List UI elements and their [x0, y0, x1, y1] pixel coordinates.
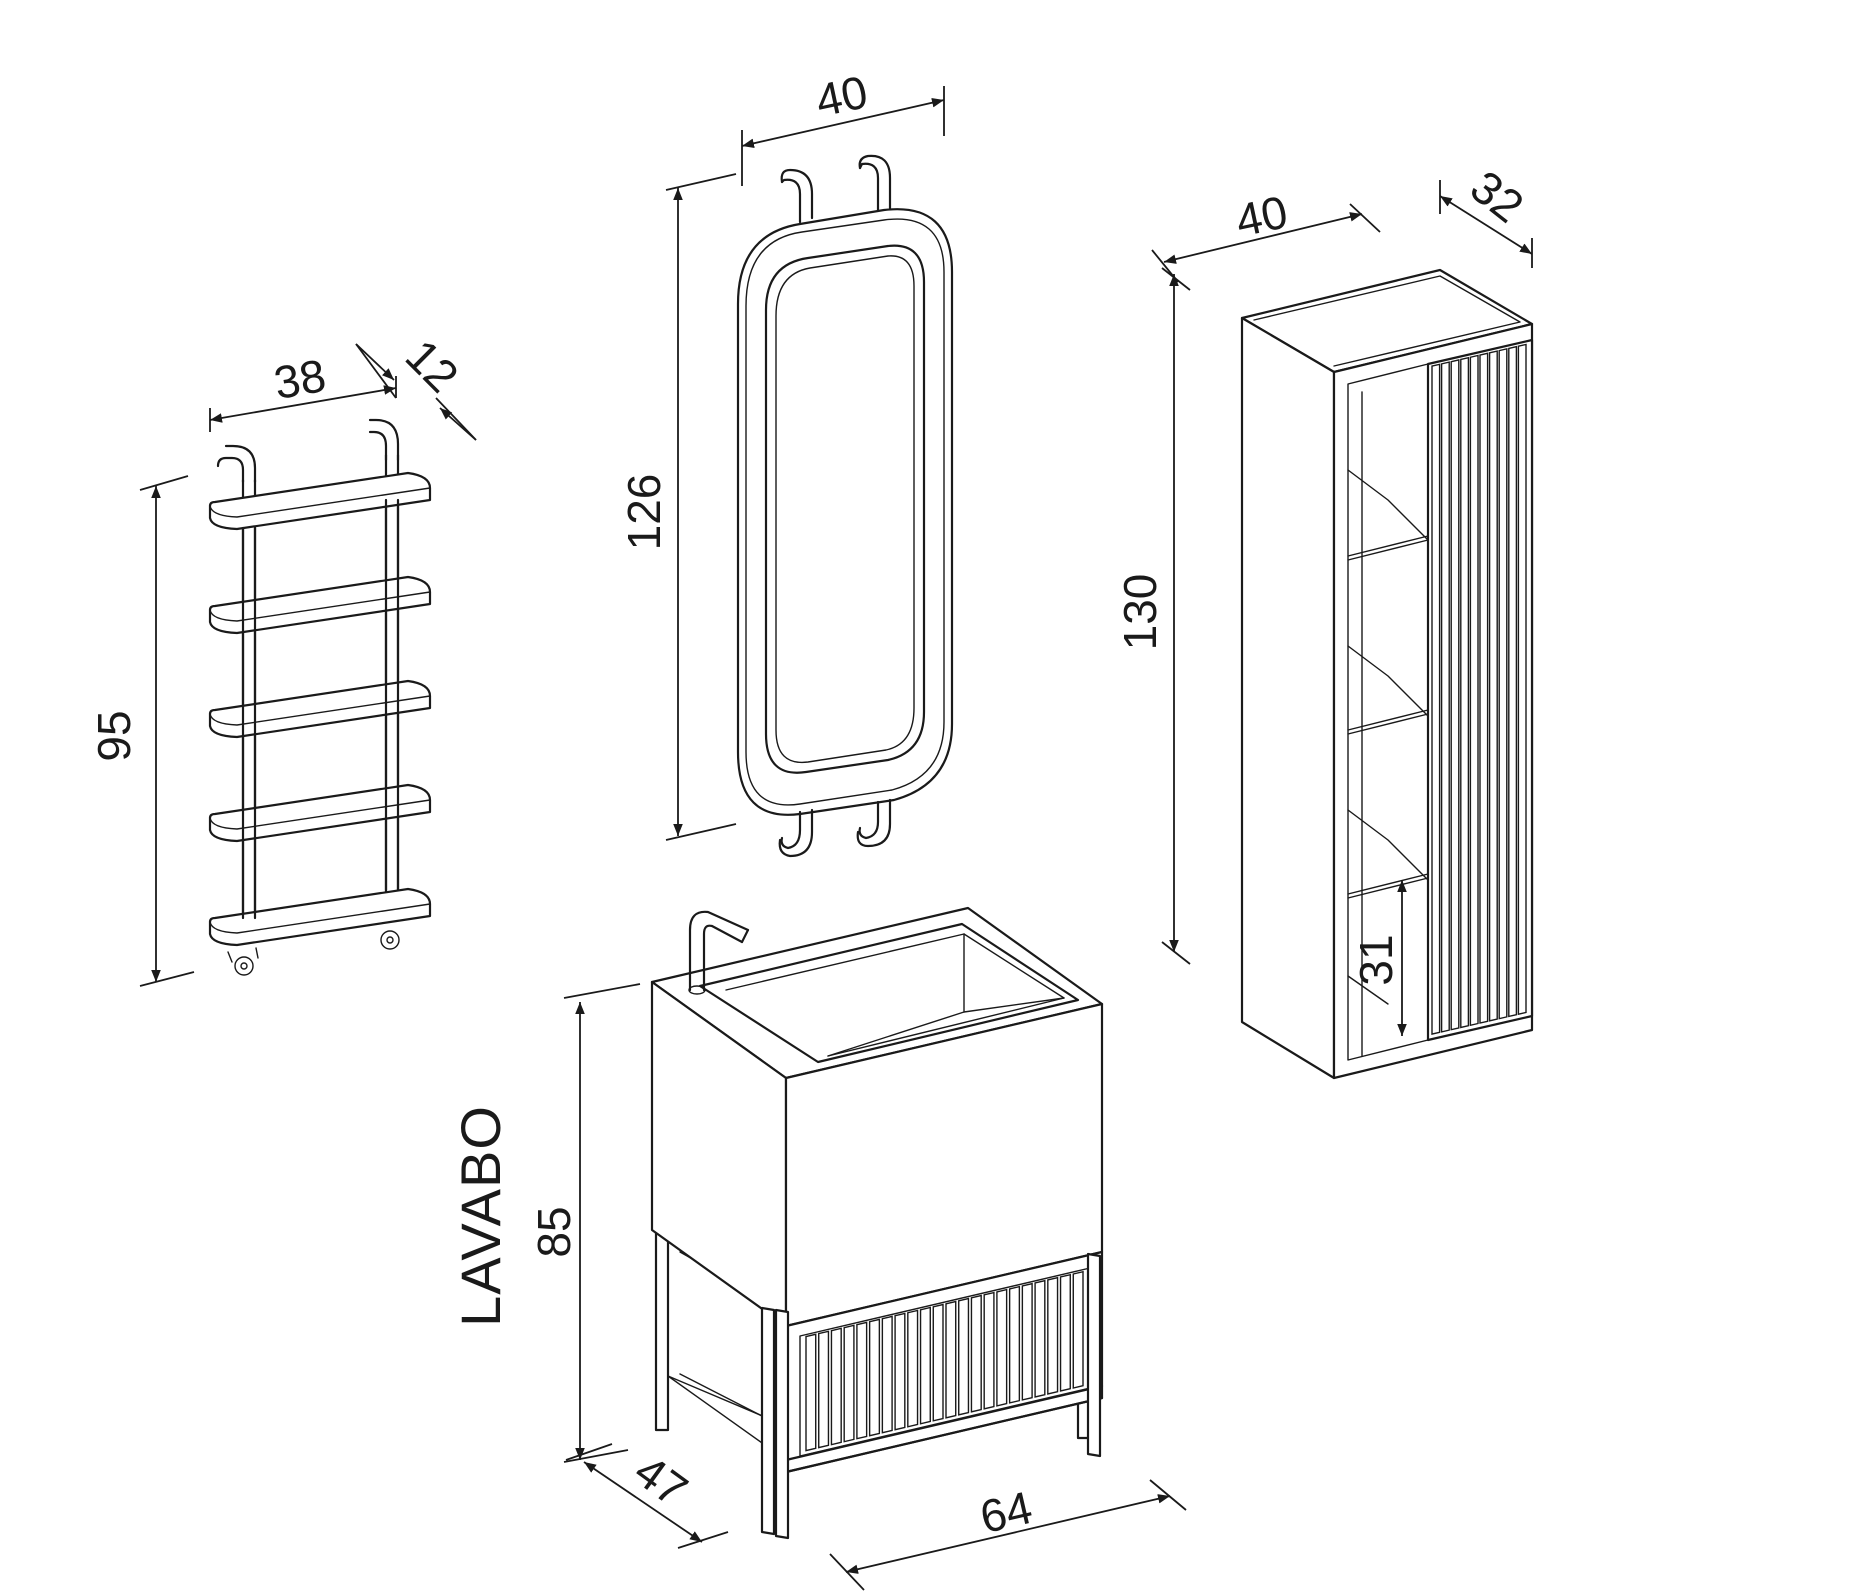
washbasin: [650, 906, 1104, 1540]
ladder-shelf-plank-2: [208, 575, 432, 635]
washbasin-slat: [970, 1294, 982, 1413]
column-slat: [1508, 345, 1518, 1018]
column-slat: [1440, 361, 1450, 1033]
dimension-column-width-label: 40: [1231, 185, 1292, 247]
dimension-basin-width-label: 64: [975, 1481, 1037, 1543]
washbasin-slat: [1034, 1279, 1046, 1398]
washbasin-slat: [1021, 1282, 1033, 1401]
washbasin-slat: [945, 1300, 957, 1419]
washbasin-slat: [1072, 1270, 1084, 1389]
dimension-column-height: 130: [1114, 267, 1191, 965]
dimension-basin-height-label: 85: [528, 1206, 580, 1257]
washbasin-slat: [868, 1318, 881, 1437]
column-slat: [1498, 347, 1508, 1020]
dimension-column-height-label: 130: [1114, 574, 1166, 651]
column-slat: [1431, 363, 1441, 1035]
ladder-shelf-plank-4: [208, 783, 432, 843]
washbasin-slat: [830, 1327, 842, 1446]
dimension-shelf-depth: 12: [355, 329, 477, 441]
column-slat: [1488, 350, 1498, 1022]
washbasin-slat: [919, 1306, 931, 1425]
dimension-shelf-width: 38: [209, 349, 397, 432]
dimension-mirror-width-label: 40: [811, 65, 872, 127]
dimension-column-bottom-shelf: 31: [1350, 880, 1407, 1036]
mirror: [736, 154, 954, 858]
dimension-mirror-height-label: 126: [618, 474, 670, 551]
washbasin-slat: [1047, 1276, 1059, 1395]
column-slats: [1431, 343, 1527, 1035]
dimension-shelf-height: 95: [88, 475, 195, 987]
dimension-basin-depth: 47: [565, 1443, 729, 1549]
dimension-basin-height: 85: [528, 983, 641, 1463]
dimension-column-bottom-shelf-label: 31: [1350, 934, 1402, 985]
column-slat: [1450, 359, 1460, 1031]
ladder-shelf-wheels: [227, 930, 400, 976]
dimension-shelf-height-label: 95: [88, 710, 140, 761]
dimension-column-depth: 32: [1439, 160, 1533, 268]
column-slat: [1460, 356, 1470, 1029]
washbasin-slat: [996, 1288, 1008, 1407]
dimension-basin-width: 64: [829, 1479, 1187, 1591]
ladder-shelf-plank-1: [208, 471, 432, 531]
washbasin-slat: [894, 1312, 906, 1431]
dimension-mirror-height: 126: [618, 173, 737, 841]
washbasin-slat: [881, 1315, 893, 1434]
washbasin-slat: [805, 1333, 817, 1452]
washbasin-slat: [958, 1297, 970, 1416]
dimension-basin-depth-label: 47: [625, 1444, 697, 1516]
column-slat: [1469, 354, 1479, 1027]
product-title: LAVABO: [449, 1105, 512, 1327]
dimension-shelf-depth-label: 12: [396, 329, 469, 402]
washbasin-slat: [1008, 1285, 1021, 1404]
column-slat: [1517, 343, 1527, 1016]
column-slat: [1479, 352, 1489, 1024]
washbasin-slat: [843, 1324, 855, 1443]
dimension-shelf-width-label: 38: [270, 349, 329, 409]
washbasin-slat: [856, 1321, 868, 1440]
washbasin-slat: [983, 1291, 995, 1410]
ladder-shelf-plank-3: [208, 679, 432, 739]
washbasin-slats: [805, 1270, 1084, 1452]
washbasin-slat: [818, 1330, 830, 1449]
washbasin-slat: [1059, 1273, 1071, 1392]
washbasin-slat: [932, 1303, 944, 1422]
dimension-column-depth-label: 32: [1461, 160, 1533, 232]
ladder-shelf-plank-5: [208, 887, 432, 947]
ladder-shelf: [208, 418, 432, 976]
dimension-mirror-width: 40: [741, 65, 945, 186]
washbasin-slat: [907, 1309, 919, 1428]
dimension-column-width: 40: [1151, 185, 1381, 283]
